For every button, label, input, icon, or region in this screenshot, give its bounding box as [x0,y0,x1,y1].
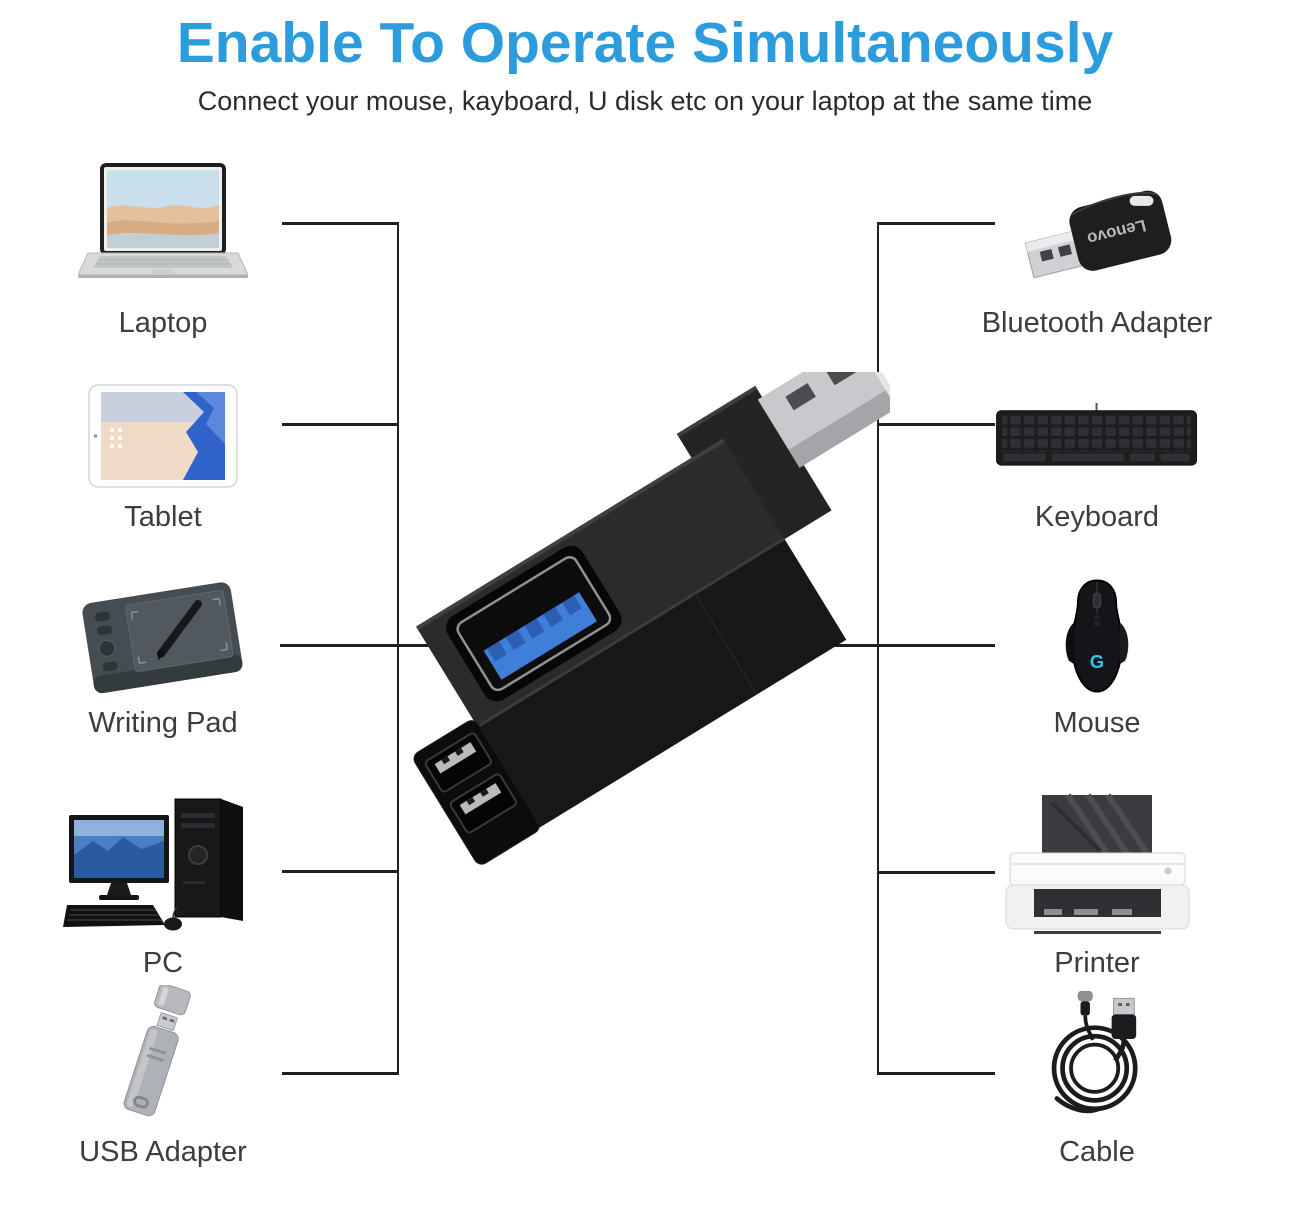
connector-line-usb-adapter [282,1072,399,1075]
connector-line-bluetooth [877,222,995,225]
device-label: Laptop [118,307,208,339]
device-label: Bluetooth Adapter [981,307,1213,339]
device-item-usb-adapter: USB Adapter [28,985,298,1169]
writing-pad-icon [79,574,247,698]
device-item-bluetooth-adapter: Lenovo Bluetooth Adapter [962,174,1232,340]
connector-line-left-bus [397,222,399,1074]
device-item-tablet: Tablet [28,380,298,534]
usb-adapter-icon [106,985,220,1127]
page-subtitle: Connect your mouse, kayboard, U disk etc… [197,86,1093,116]
connector-line-printer [877,871,995,874]
laptop-icon [78,162,248,298]
usb-hub-icon [410,372,890,872]
pc-icon [63,792,263,938]
device-item-laptop: Laptop [28,162,298,340]
device-label: Keyboard [1034,501,1160,533]
device-item-keyboard: Keyboard [962,380,1232,534]
mouse-icon: G [1056,574,1138,698]
device-label: Cable [1059,1136,1135,1168]
device-item-mouse: G Mouse [962,574,1232,740]
device-item-pc: PC [28,792,298,980]
device-label: USB Adapter [79,1136,247,1168]
mouse-logo-text: G [1090,651,1104,671]
printer-icon [1000,792,1195,938]
device-item-printer: Printer [962,792,1232,980]
connector-line-cable [877,1072,995,1075]
device-item-writing-pad: Writing Pad [28,574,298,740]
connector-line-keyboard [877,423,995,426]
tablet-icon [88,380,238,492]
device-label: Printer [1054,947,1140,979]
connector-line-tablet [282,423,399,426]
device-item-cable: Cable [962,985,1232,1169]
device-label: Writing Pad [88,707,238,739]
device-label: Mouse [1053,707,1141,739]
cable-icon [1038,985,1156,1127]
page-title: Enable To Operate Simultaneously [176,11,1114,75]
connector-line-laptop [282,222,399,225]
device-label: Tablet [124,501,202,533]
bluetooth-adapter-icon: Lenovo [1017,174,1177,298]
connector-line-pc [282,870,399,873]
keyboard-icon [995,380,1200,492]
device-label: PC [142,947,184,979]
connector-line-right-bus [877,222,879,1074]
